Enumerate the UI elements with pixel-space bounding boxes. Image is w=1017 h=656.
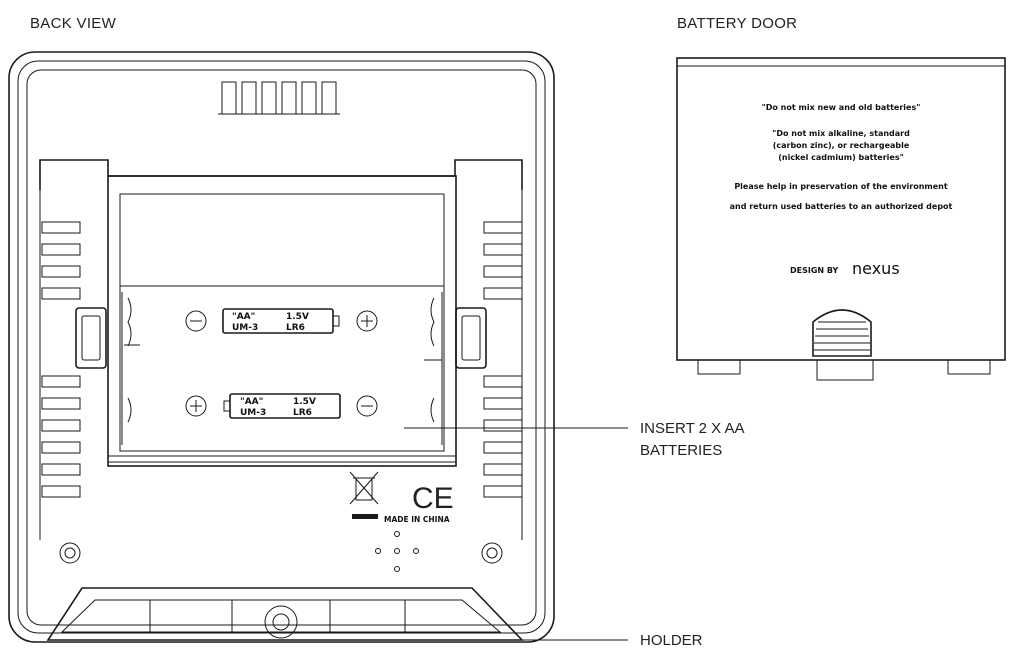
compliance-marks: CE MADE IN CHINA xyxy=(349,471,454,524)
battery-code-a: UM-3 xyxy=(240,408,266,418)
battery-door-heading: BATTERY DOOR xyxy=(677,15,797,32)
battery-code-a: UM-3 xyxy=(232,323,258,333)
door-env-line1: Please help in preservation of the envir… xyxy=(734,182,948,191)
right-latch xyxy=(455,307,487,369)
battery-compartment xyxy=(107,175,457,467)
door-warning-2-line3: (nickel cadmium) batteries" xyxy=(778,153,904,162)
right-contacts xyxy=(424,292,443,445)
door-warning-2-line1: "Do not mix alkaline, standard xyxy=(772,129,910,138)
compartment-outline xyxy=(107,175,457,467)
compartment-recess-top xyxy=(119,193,445,287)
plus-terminal-icon xyxy=(185,395,207,417)
ce-mark: CE xyxy=(412,482,454,515)
left-contacts xyxy=(121,292,140,445)
device-inner-rim xyxy=(17,60,546,634)
battery-voltage-label: 1.5V xyxy=(286,312,309,322)
stand-frame-top xyxy=(39,159,523,190)
holder-callout: HOLDER xyxy=(640,632,703,649)
battery-slot-1: "AA" 1.5V UM-3 LR6 xyxy=(185,308,378,334)
device-outer-shell xyxy=(8,51,555,643)
design-by-label: DESIGN BY xyxy=(790,266,839,275)
nexus-brand-logo: nexus xyxy=(852,259,900,278)
door-env-line2: and return used batteries to an authoriz… xyxy=(730,202,953,211)
battery-slot-2: "AA" 1.5V UM-3 LR6 xyxy=(185,393,378,419)
back-view-heading: BACK VIEW xyxy=(30,15,117,32)
right-grip-ribs xyxy=(483,221,523,498)
left-screw-icon xyxy=(59,542,81,564)
plus-terminal-icon xyxy=(356,310,378,332)
minus-terminal-icon xyxy=(356,395,378,417)
door-tab-right xyxy=(947,359,991,375)
device-panel xyxy=(26,69,537,626)
battery-size-label: "AA" xyxy=(232,312,255,322)
battery-code-b: LR6 xyxy=(293,408,312,418)
made-in-label: MADE IN CHINA xyxy=(384,515,450,524)
batteries-callout-line1: INSERT 2 X AA xyxy=(640,420,745,437)
door-tab-center xyxy=(816,359,874,381)
door-warning-2-line2: (carbon zinc), or rechargeable xyxy=(773,141,910,150)
door-warning-1: "Do not mix new and old batteries" xyxy=(762,103,921,112)
right-screw-icon xyxy=(481,542,503,564)
door-tab-left xyxy=(697,359,741,375)
minus-terminal-icon xyxy=(185,310,207,332)
battery-size-label: "AA" xyxy=(240,397,263,407)
holder-foot xyxy=(46,587,524,641)
weee-bin-icon xyxy=(349,471,379,519)
battery-door: "Do not mix new and old batteries" "Do n… xyxy=(676,57,1006,381)
speaker-holes xyxy=(375,531,419,572)
left-grip-ribs xyxy=(41,221,81,498)
left-latch xyxy=(75,307,107,369)
battery-cell xyxy=(229,393,341,419)
battery-code-b: LR6 xyxy=(286,323,305,333)
back-view-device: "AA" 1.5V UM-3 LR6 "AA" 1.5V UM-3 LR6 xyxy=(8,51,555,643)
top-vent xyxy=(218,81,340,115)
compartment-recess xyxy=(119,285,445,452)
door-grip-tab xyxy=(812,309,872,357)
batteries-callout-line2: BATTERIES xyxy=(640,442,722,459)
battery-voltage-label: 1.5V xyxy=(293,397,316,407)
